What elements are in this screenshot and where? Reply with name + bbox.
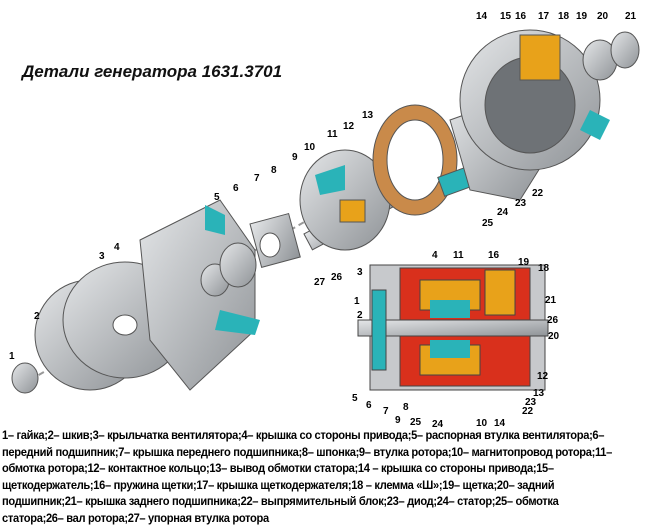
nut-part bbox=[11, 362, 39, 394]
callout-number: 14 bbox=[494, 418, 506, 429]
callout-number: 8 bbox=[271, 165, 277, 176]
callout-number: 22 bbox=[532, 188, 544, 199]
callout-number: 7 bbox=[254, 173, 260, 184]
callout-number: 9 bbox=[395, 415, 401, 426]
callout-number: 13 bbox=[362, 110, 374, 121]
callout-number: 8 bbox=[403, 402, 409, 413]
callout-number: 12 bbox=[537, 371, 549, 382]
callout-number: 22 bbox=[522, 406, 534, 417]
callout-number: 5 bbox=[214, 192, 220, 203]
callout-number: 4 bbox=[432, 250, 438, 261]
callout-number: 26 bbox=[547, 315, 559, 326]
callout-number: 26 bbox=[331, 272, 343, 283]
callout-number: 3 bbox=[357, 267, 363, 278]
callout-number: 4 bbox=[114, 242, 120, 253]
callout-number: 25 bbox=[482, 218, 494, 229]
diagram-title: Детали генератора 1631.3701 bbox=[22, 62, 283, 81]
front-bearing-part bbox=[219, 242, 257, 288]
callout-number: 2 bbox=[357, 310, 363, 321]
callout-number: 12 bbox=[343, 121, 355, 132]
callout-number: 11 bbox=[453, 250, 464, 261]
callout-number: 10 bbox=[476, 418, 488, 429]
callout-number: 5 bbox=[352, 393, 358, 404]
callout-number: 24 bbox=[497, 207, 509, 218]
parts-legend-caption: 1– гайка;2– шкив;3– крыльчатка вентилято… bbox=[2, 429, 612, 525]
callout-number: 1 bbox=[9, 351, 15, 362]
callout-number: 17 bbox=[538, 11, 550, 22]
callout-number: 18 bbox=[538, 263, 550, 274]
callout-number: 19 bbox=[518, 257, 530, 268]
callout-number: 13 bbox=[533, 388, 545, 399]
callout-number: 6 bbox=[233, 183, 239, 194]
callout-number: 20 bbox=[548, 331, 560, 342]
callout-number: 23 bbox=[515, 198, 527, 209]
generator-exploded-diagram bbox=[11, 29, 640, 394]
callout-number: 27 bbox=[314, 277, 326, 288]
cross-section-view bbox=[357, 264, 549, 391]
bearing-cap-part bbox=[610, 31, 640, 69]
callout-number: 15 bbox=[500, 11, 512, 22]
brush-holder-part bbox=[519, 34, 561, 81]
callout-number: 21 bbox=[545, 295, 557, 306]
callout-number: 7 bbox=[383, 406, 389, 417]
callout-number: 6 bbox=[366, 400, 372, 411]
callout-number: 20 bbox=[597, 11, 609, 22]
callout-number: 10 bbox=[304, 142, 316, 153]
callout-number: 19 bbox=[576, 11, 588, 22]
callout-number: 2 bbox=[34, 311, 40, 322]
callout-number: 23 bbox=[525, 397, 537, 408]
callout-number: 14 bbox=[476, 11, 488, 22]
callout-number: 11 bbox=[327, 129, 338, 140]
callout-number: 18 bbox=[558, 11, 570, 22]
callout-number: 9 bbox=[292, 152, 298, 163]
callout-number: 16 bbox=[488, 250, 500, 261]
callout-number: 16 bbox=[515, 11, 527, 22]
callout-number: 1 bbox=[354, 296, 360, 307]
callout-number: 25 bbox=[410, 417, 422, 428]
callout-number: 24 bbox=[432, 419, 444, 430]
callout-number: 21 bbox=[625, 11, 637, 22]
callout-number: 3 bbox=[99, 251, 105, 262]
